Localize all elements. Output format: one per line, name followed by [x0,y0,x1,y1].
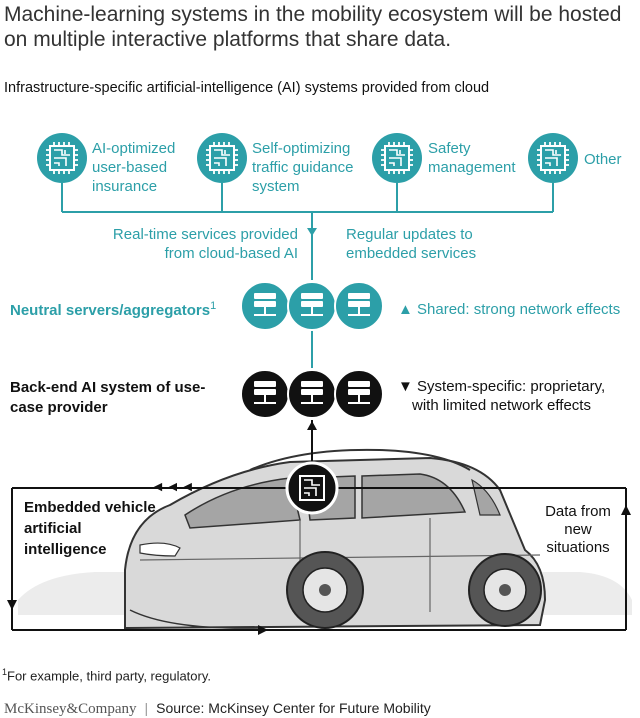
label-line: Regular updates to [346,226,473,243]
footnote-marker: 1 [210,300,217,312]
page-title: Machine-learning systems in the mobility… [4,3,622,51]
label-line: new [564,521,592,538]
loop-up-arrow-icon [621,505,631,515]
cloud-system-label-insurance: AI-optimized user-based insurance [92,139,175,196]
chip-icon [527,132,579,184]
label-line: system [252,178,300,195]
label-line: with limited network effects [412,397,591,414]
footnote-text: For example, third party, regulatory. [7,668,212,684]
loop-down-arrow-icon [7,600,17,610]
loop-right-arrow-icon [258,625,268,635]
embedded-arrows: ◄◄◄ [151,478,196,494]
neutral-servers [240,281,384,331]
chip-icon [371,132,423,184]
backend-label: Back-end AI system of use- case provider [10,378,205,418]
label-line: AI-optimized [92,140,176,157]
neutral-note: ▲ Shared: strong network effects [398,301,620,318]
label-line: traffic guidance [252,159,354,176]
footnote-marker: 1 [2,667,8,677]
embedded-label: Embedded vehicle artificial intelligence [24,497,156,560]
footer: McKinsey&Company | Source: McKinsey Center… [4,700,431,718]
label-line: case provider [10,399,108,416]
label-line: System-specific: proprietary, [417,378,606,395]
feedback-loop [11,487,627,631]
label-line: user-based [92,159,168,176]
label-line: Embedded vehicle [24,499,156,516]
embedded-chip-icon [285,461,339,515]
label-line: Back-end AI system of use- [10,379,206,396]
label-line: Data from [545,503,611,520]
label-line: embedded services [346,245,477,262]
label-line: Other [584,151,622,168]
label-line: situations [546,539,610,556]
diagram-subtitle: Infrastructure-specific artificial-intel… [4,80,490,96]
source-text: Source: McKinsey Center for Future Mobil… [156,700,431,716]
neutral-note-text: Shared: strong network effects [417,301,621,318]
label-line: insurance [92,178,158,195]
label-line: Self-optimizing [252,140,351,157]
cloud-system-label-safety: Safety management [428,139,516,177]
label-line: artificial [24,520,82,537]
down-arrow-icon [307,228,317,236]
neutral-servers-label: Neutral servers/aggregators1 [10,300,216,319]
down-triangle-icon: ▼ [398,378,413,395]
chip-icon [196,132,248,184]
brand-logo: McKinsey&Company [4,701,137,717]
cloud-system-label-traffic: Self-optimizing traffic guidance system [252,139,353,196]
cloud-system-label-other: Other [584,150,622,169]
cloud-connectors [61,183,554,280]
backend-note: ▼ System-specific: proprietary, with lim… [398,377,605,415]
car-illustration [18,448,632,630]
footnote: 1For example, third party, regulatory. [2,667,211,683]
neutral-label-text: Neutral servers/aggregators [10,302,211,319]
flow-label-updates: Regular updates to embedded services [346,225,476,263]
footer-separator: | [144,700,149,716]
chip-icon [36,132,88,184]
up-arrow-icon [307,421,317,430]
flow-label-realtime: Real-time services provided from cloud-b… [70,225,298,263]
data-from-label: Data from new situations [536,503,620,557]
up-triangle-icon: ▲ [398,301,413,318]
label-line: management [428,159,516,176]
label-line: from cloud-based AI [164,245,298,262]
label-line: intelligence [24,541,107,558]
backend-servers [240,369,384,419]
label-line: Safety [428,140,471,157]
label-line: Real-time services provided [112,226,298,243]
